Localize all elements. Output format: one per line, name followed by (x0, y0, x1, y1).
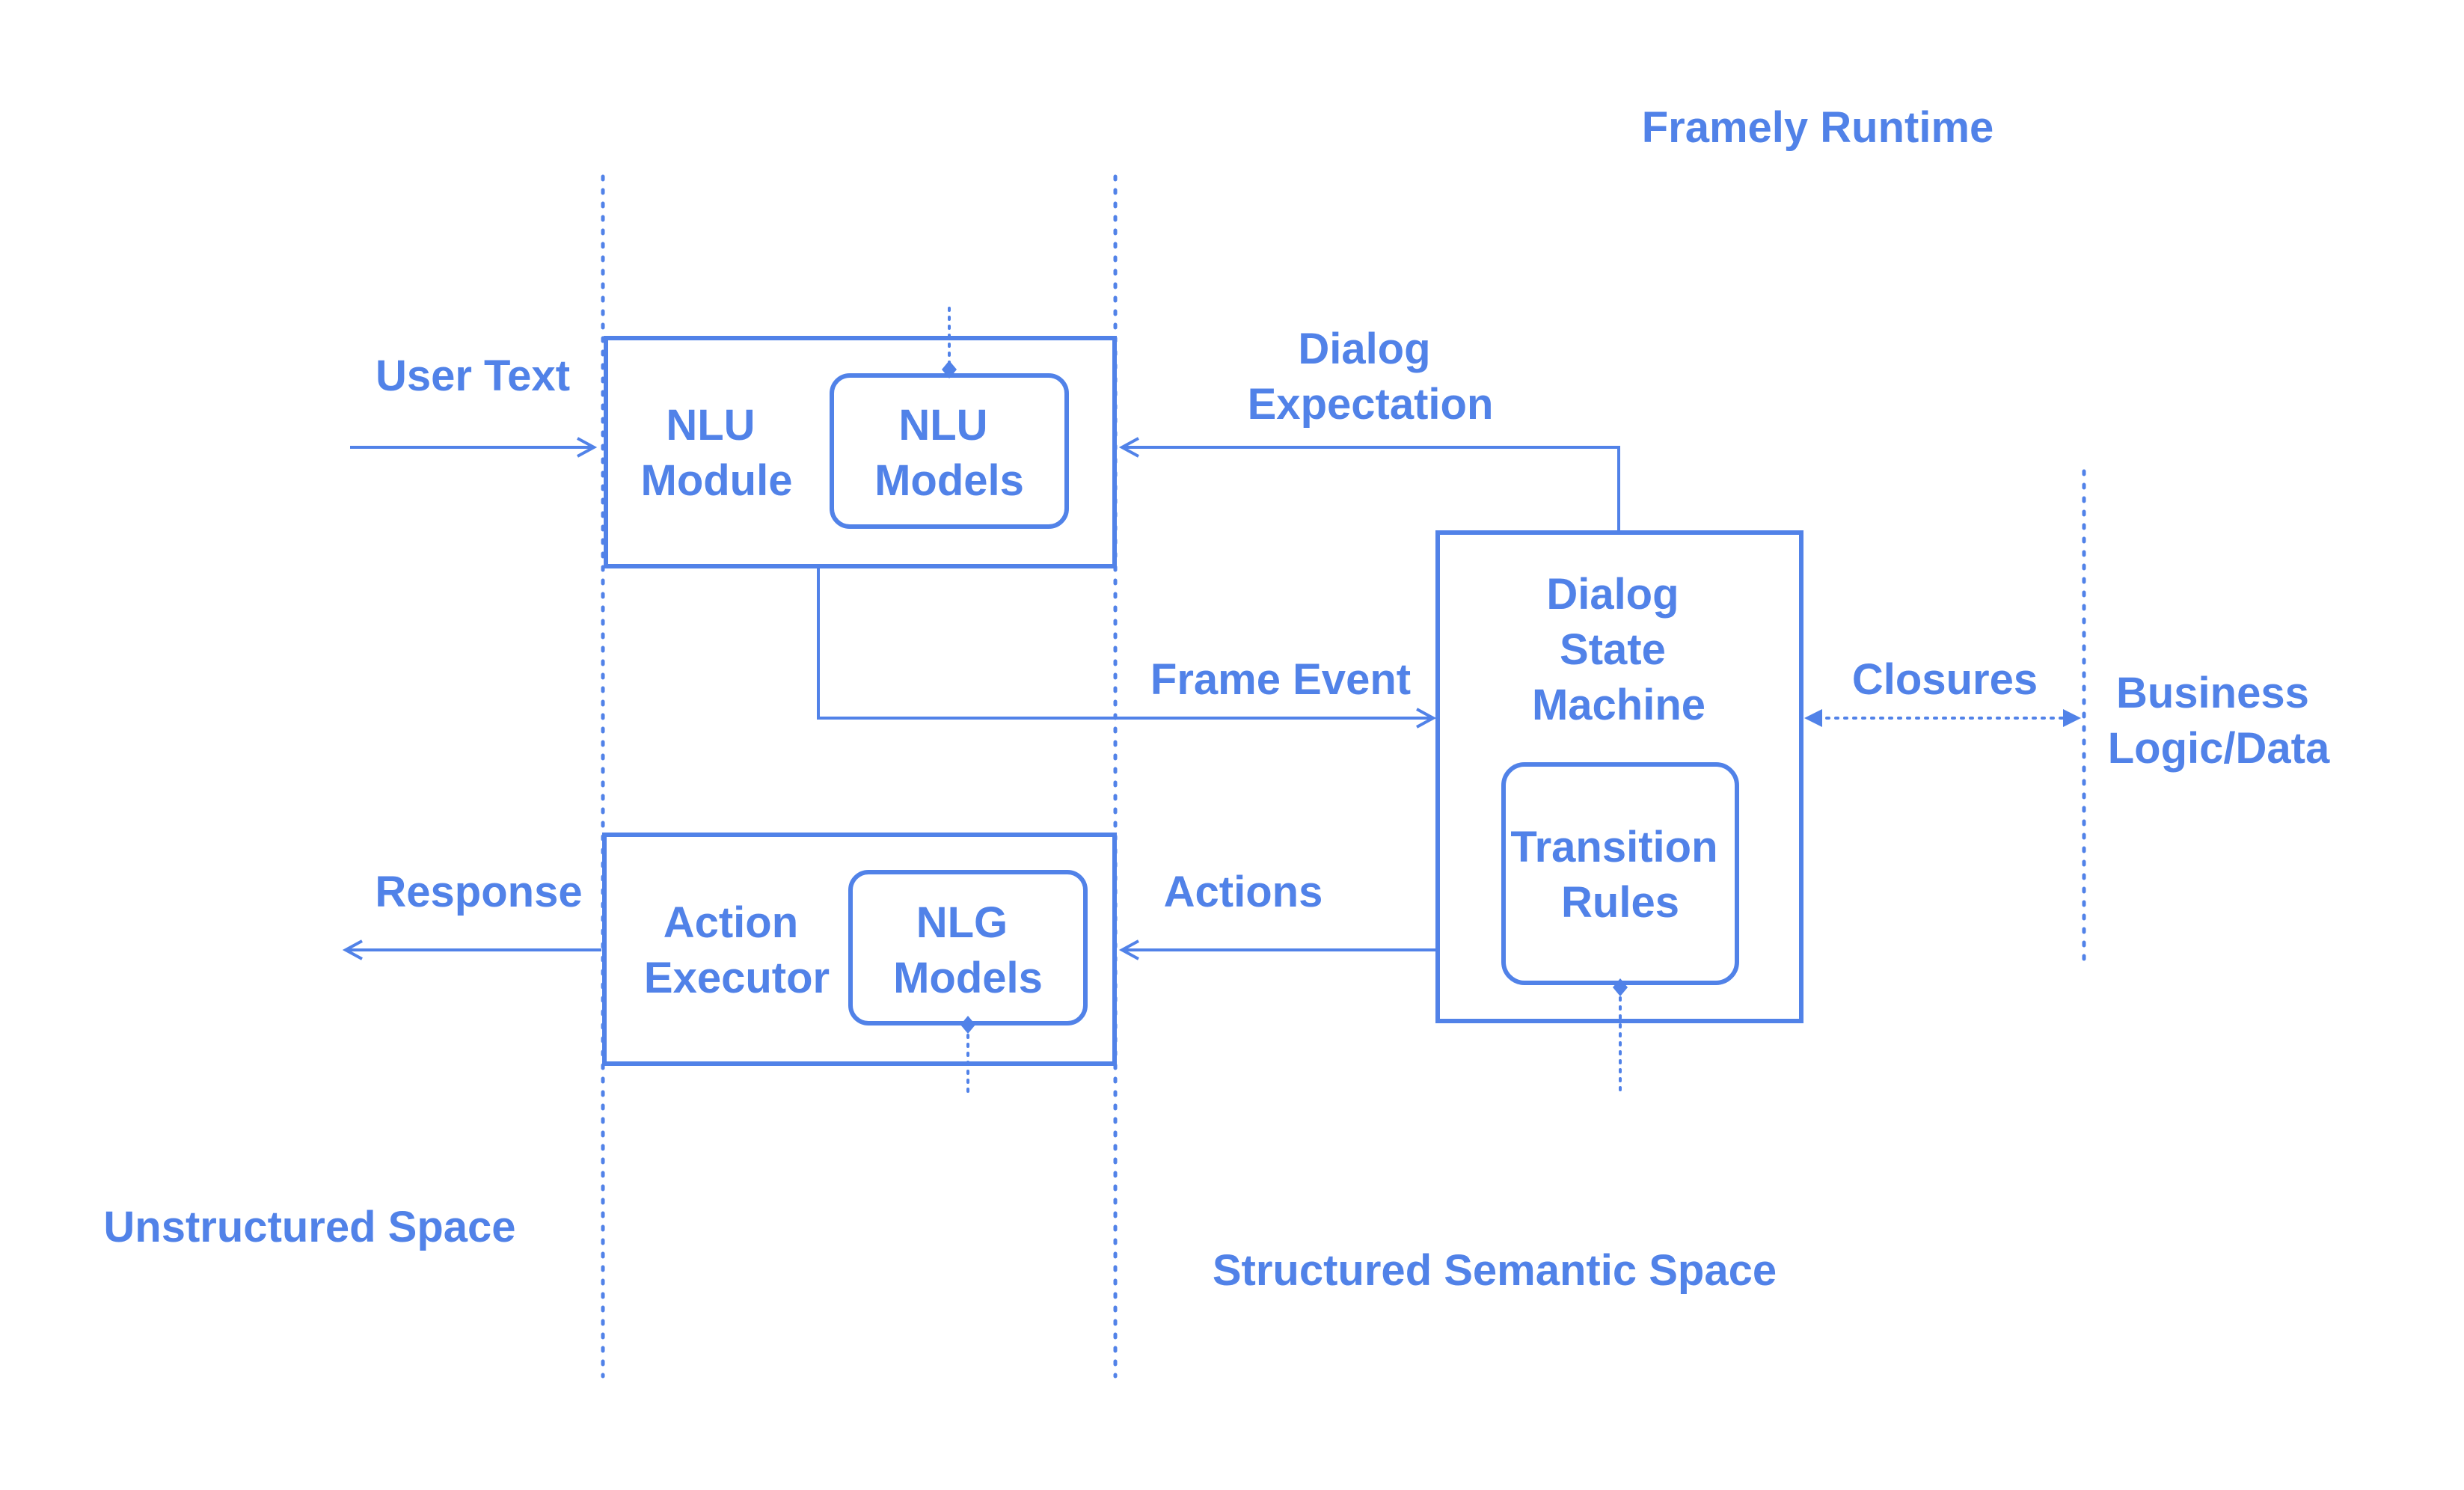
nlu-module-box (604, 336, 1117, 568)
actions-arrowhead (1118, 939, 1139, 960)
closures-arrowhead-right (2063, 709, 2081, 727)
closures-label: Closures (1852, 655, 2038, 704)
frame-event-label: Frame Event (1150, 655, 1411, 704)
frame-event-arrowhead (1416, 708, 1437, 729)
transition-rules-label: Transition Rules (1510, 823, 1729, 927)
action-executor-box (602, 833, 1117, 1066)
frame-event-arrow (817, 568, 1433, 720)
dialog-state-machine-label: Dialog State Machine (1532, 570, 1706, 729)
nlg-models-connector-diamond (960, 1016, 975, 1034)
transition-rules-connector-diamond (1613, 978, 1628, 996)
business-logic-label: Business Logic/Data (2108, 669, 2330, 773)
structured-semantic-space-label: Structured Semantic Space (1213, 1246, 1777, 1295)
dialog-expectation-arrow (1122, 446, 1620, 531)
nlu-models-label: NLU Models (874, 401, 1024, 505)
user-text-arrowhead (577, 437, 598, 458)
framely-runtime-title: Framely Runtime (1642, 103, 1994, 152)
actions-label: Actions (1164, 868, 1323, 916)
user-text-label: User Text (376, 352, 570, 400)
dialog-expectation-arrowhead (1118, 437, 1139, 458)
action-executor-label: Action Executor (644, 898, 830, 1002)
nlu-models-connector-diamond (942, 361, 957, 378)
response-arrowhead (342, 939, 363, 960)
closures-arrowhead-left (1804, 709, 1822, 727)
response-label: Response (375, 868, 582, 916)
dialog-expectation-label: Dialog Expectation (1248, 325, 1494, 429)
dialog-state-machine-box (1435, 530, 1803, 1023)
nlu-module-label: NLU Module (641, 401, 793, 505)
nlg-models-label: NLG Models (893, 898, 1043, 1002)
unstructured-space-label: Unstructured Space (103, 1203, 515, 1251)
transition-rules-box (1501, 762, 1739, 985)
